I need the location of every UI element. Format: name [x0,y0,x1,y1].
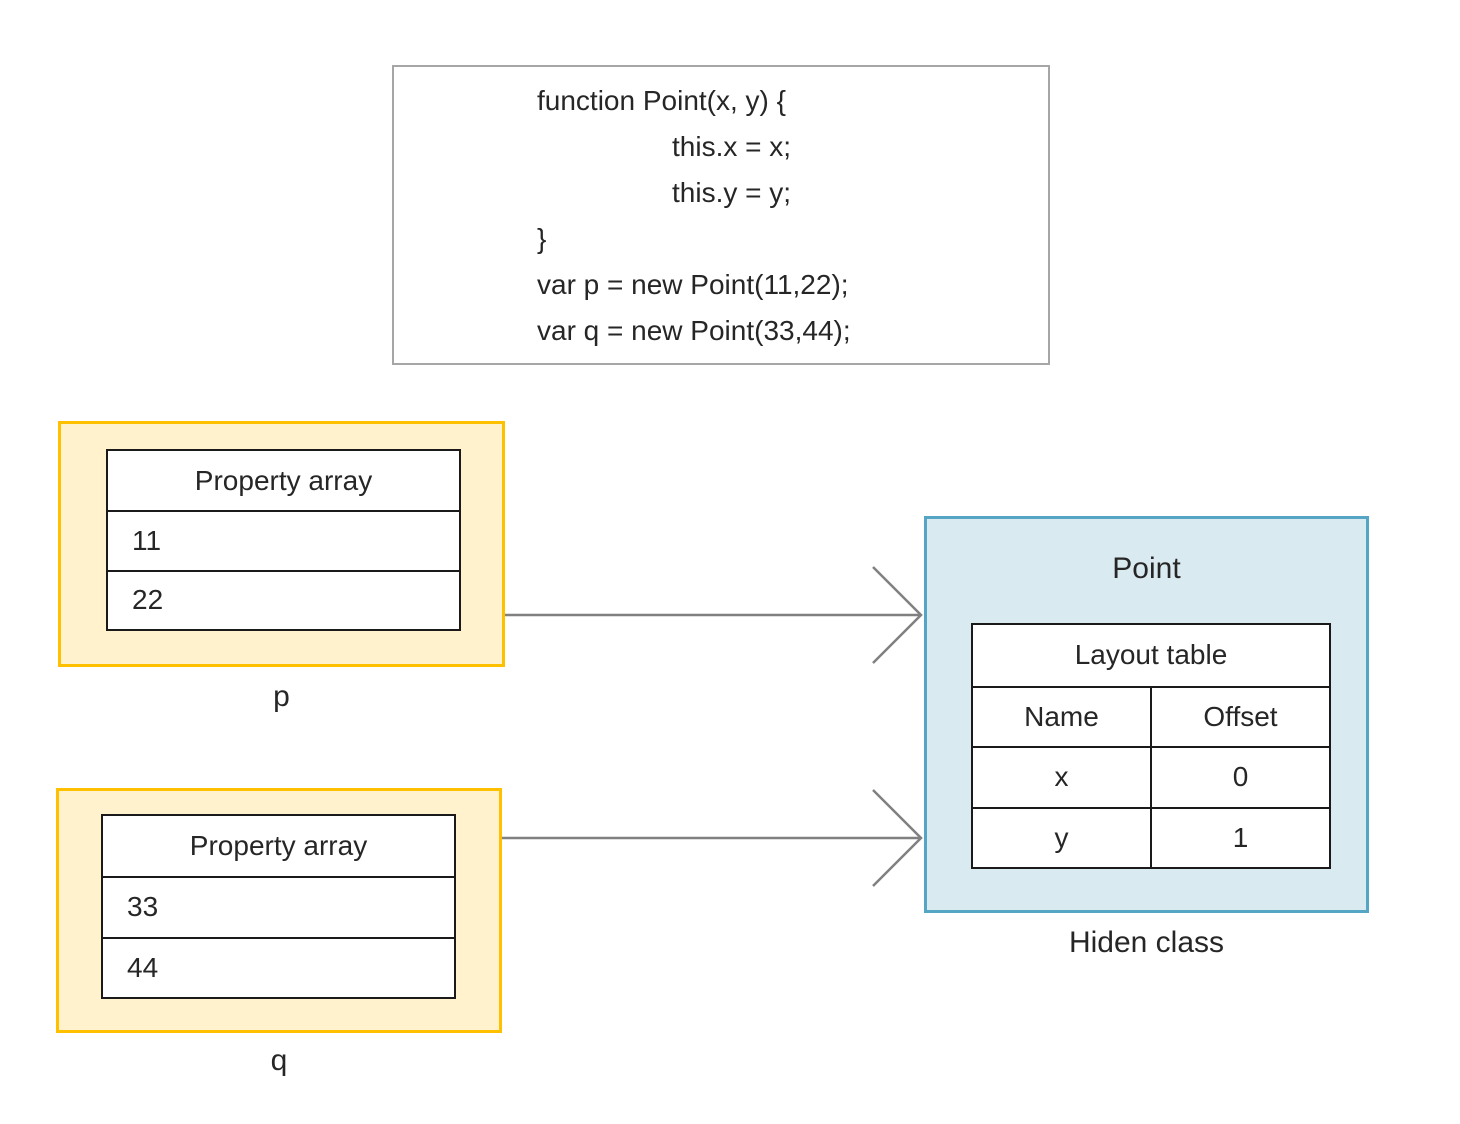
code-line: var q = new Point(33,44); [537,315,851,346]
cell-name: y [1054,821,1069,853]
layout-table-row-y: y 1 [973,806,1329,867]
arrow-q-to-hidden-class-icon [502,789,923,887]
layout-table-column-row: Name Offset [973,685,1329,746]
property-array-header: Property array [194,464,373,496]
code-line: this.y = y; [672,177,792,208]
code-line: } [537,223,547,254]
property-value: 22 [108,569,459,629]
code-line: this.x = x; [672,131,792,162]
object-label-q: q [270,1044,288,1077]
property-value: 33 [103,876,454,936]
property-array-header: Property array [189,830,368,862]
code-box: function Point(x, y) { this.x = x; this.… [392,65,1050,365]
column-header-offset: Offset [1150,687,1329,746]
layout-table-header: Layout table [1074,639,1228,671]
column-header-name: Name [1024,700,1099,732]
object-box-q: Property array 33 44 [56,788,502,1033]
code-line: var p = new Point(11,22); [537,269,849,300]
property-array-table-p: Property array 11 22 [106,449,461,631]
property-array-table-q: Property array 33 44 [101,814,456,999]
property-value: 11 [108,510,459,569]
arrow-p-to-hidden-class-icon [505,566,923,664]
property-value: 44 [103,936,454,997]
layout-table-row-x: x 0 [973,746,1329,807]
hidden-class-caption: Hiden class [1068,926,1225,959]
hidden-class-title: Point [1112,552,1181,585]
cell-offset: 1 [1150,808,1329,867]
layout-table-header-row: Layout table [973,625,1329,686]
layout-table: Layout table Name Offset x 0 y 1 [971,623,1331,869]
cell-offset: 0 [1150,748,1329,807]
object-box-p: Property array 11 22 [58,421,505,667]
cell-name: x [1054,761,1069,793]
code-line: function Point(x, y) { [537,85,787,116]
hidden-class-box: Point Layout table Name Offset x 0 y 1 [924,516,1369,913]
object-label-p: p [273,680,290,713]
